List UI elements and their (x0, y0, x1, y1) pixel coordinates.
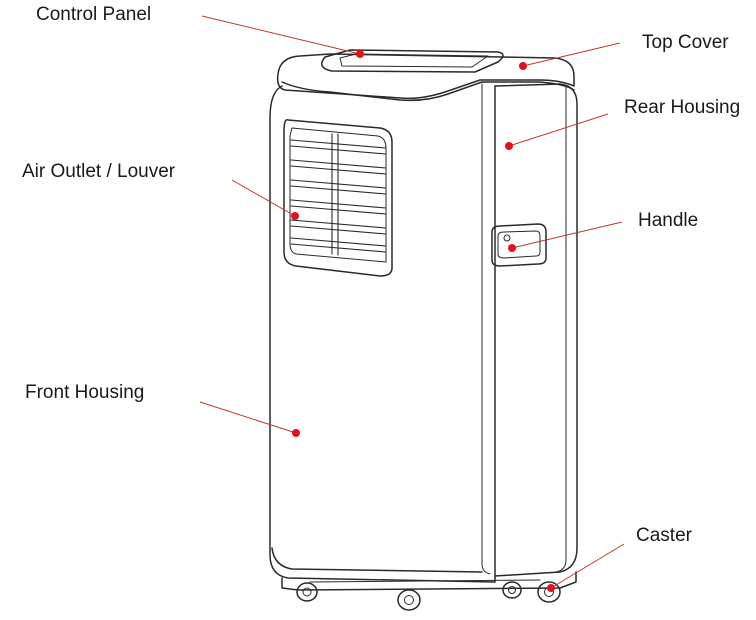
markers (291, 50, 555, 592)
front-housing-shape (269, 85, 496, 583)
label-caster: Caster (636, 525, 692, 546)
marker-caster (547, 584, 555, 592)
top-cover-shape (276, 53, 575, 100)
handle-grip (497, 230, 541, 259)
leader-front-housing (199, 401, 297, 434)
marker-air-outlet (291, 212, 299, 220)
handle-recess (491, 223, 547, 267)
marker-control-panel (356, 50, 364, 58)
front-housing-bottom-edge (271, 547, 483, 573)
rear-housing-side-edge (555, 85, 567, 573)
leader-caster (550, 543, 625, 589)
leader-handle (511, 221, 623, 249)
caster-front-right (397, 589, 421, 611)
label-control-panel: Control Panel (36, 4, 152, 25)
rear-housing-shape (494, 83, 578, 577)
label-front-housing: Front Housing (25, 382, 145, 403)
marker-handle (508, 244, 516, 252)
louver-vanes (290, 133, 387, 256)
leader-top-cover (522, 42, 621, 67)
louver-frame-inner (289, 127, 387, 263)
label-rear-housing: Rear Housing (624, 97, 741, 118)
front-housing-bevel (481, 83, 491, 575)
base-rail (309, 579, 541, 583)
marker-front-housing (292, 429, 300, 437)
marker-rear-housing (505, 142, 513, 150)
base-skirt (281, 571, 577, 591)
caster-front-left (296, 582, 318, 602)
label-top-cover: Top Cover (642, 32, 729, 53)
handle-screw (503, 234, 511, 242)
control-panel-plate (321, 49, 504, 73)
control-panel-inner (339, 53, 489, 68)
label-air-outlet-louver: Air Outlet / Louver (22, 161, 176, 182)
leader-air-outlet (231, 179, 296, 217)
label-handle: Handle (638, 210, 699, 231)
leader-lines (199, 15, 625, 589)
leader-control-panel (201, 15, 361, 55)
unit-outline (269, 49, 578, 611)
leader-rear-housing (508, 113, 609, 147)
caster-rear-left (502, 581, 522, 599)
marker-top-cover (519, 62, 527, 70)
louver-frame (283, 119, 393, 277)
